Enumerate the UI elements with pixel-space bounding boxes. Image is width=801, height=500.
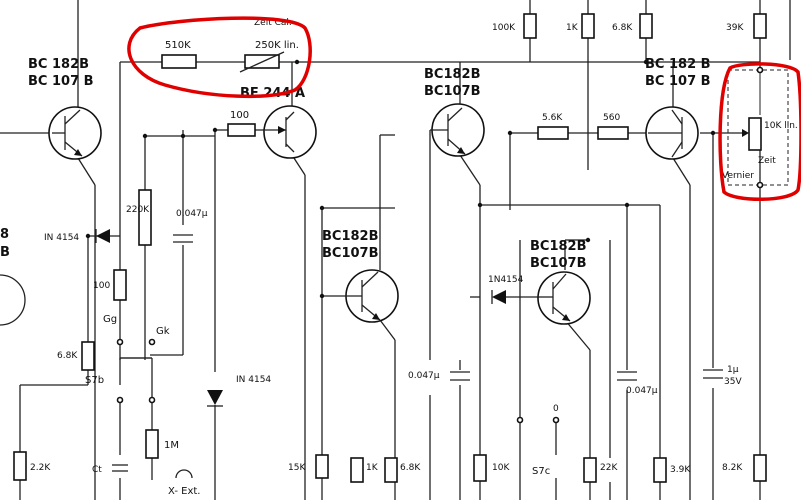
resistor-22k-label: 22K [600,463,618,473]
capacitor-047-bl-label: 0.047µ [408,371,440,381]
resistor-560-label: 560 [603,113,620,123]
q3-label-2: BC107B [322,246,379,261]
edge-label-8: 8 [0,227,9,242]
resistor-10k-bot-label: 10K [492,463,510,473]
resistor-8k2 [753,454,767,482]
diode-d2-label: 1N4154 [488,275,524,285]
resistor-39k [753,13,767,39]
transistor-q6: BC 182 B BC 107 B [645,57,711,160]
control-labels: Zeit Cal. Zeit Vernier [254,18,789,189]
resistor-3k9 [653,457,667,483]
label-x-ext: X- Ext. [168,486,200,497]
resistor-39k-label: 39K [726,23,744,33]
transistor-q4: BC182B BC107B [424,67,485,157]
resistor-1k-bot-label: 1K [366,463,379,473]
capacitors: 0.047µ 0.047µ 0.047µ 1µ 35V Ct [92,209,742,475]
junctions [85,59,716,299]
q4-label-1: BC182B [424,67,481,82]
resistor-560 [597,126,629,140]
q5-label-2: BC107B [530,256,587,271]
resistor-100-gate-label: 100 [230,110,249,121]
resistor-8k2-label: 8.2K [722,463,743,473]
label-gk: Gk [156,326,170,337]
label-s7c: S7c [532,466,550,477]
diode-d1-label: IN 4154 [44,233,79,243]
resistor-6k8-bot [384,457,398,483]
label-zero: 0 [553,404,559,414]
capacitor-1u-voltage: 35V [724,377,742,387]
potentiometer-10k-label: 10K lin. [764,121,798,131]
resistor-6k8-left-label: 6.8K [57,351,78,361]
resistor-220k-label: 220K [126,205,150,215]
resistor-510k-label: 510K [165,40,191,51]
edge-label-b: B [0,245,10,260]
resistors: 510K 250K lin. 100 220K 100 6.8K 1M 2.2K… [13,13,798,483]
q6-label-2: BC 107 B [645,74,711,89]
q4-label-2: BC107B [424,84,481,99]
resistor-2k2-label: 2.2K [30,463,51,473]
resistor-100k-top [523,13,537,39]
potentiometer-10k [748,117,762,151]
resistor-1m [145,429,159,459]
q1-label-2: BC 107 B [28,74,94,89]
q5-label-1: BC182B [530,239,587,254]
red-highlights [127,16,801,201]
transistor-q5: BC182B BC107B [530,239,591,325]
resistor-1k-top [581,13,595,39]
resistor-100k-top-label: 100K [492,23,516,33]
capacitor-047-top-label: 0.047µ [176,209,208,219]
label-gg: Gg [103,314,117,325]
label-vernier: Vernier [722,171,754,181]
q3-label-1: BC182B [322,229,379,244]
resistor-1k-top-label: 1K [566,23,579,33]
switch-contacts: Gg Gk S7b S7c 0 X- Ext. 8 B [0,227,560,497]
diode-d3-label: IN 4154 [236,375,271,385]
resistor-1m-label: 1M [164,440,179,451]
label-s7b: S7b [85,375,104,386]
resistor-100-gate [227,123,256,137]
q1-label-1: BC 182B [28,57,89,72]
resistor-6k8-left [81,341,95,371]
resistor-15k [315,454,329,479]
transistor-q1: BC 182B BC 107 B [28,57,102,160]
resistor-5k6-label: 5.6K [542,113,563,123]
resistor-10k-bot [473,454,487,482]
label-zeit: Zeit [758,156,776,166]
resistor-3k9-label: 3.9K [670,465,691,475]
resistor-100-left-label: 100 [93,281,110,291]
label-zeit-cal: Zeit Cal. [254,18,292,28]
resistor-100-left [113,269,127,301]
resistor-220k [138,189,152,246]
capacitor-047-br-label: 0.047µ [626,386,658,396]
resistor-6k8-top-label: 6.8K [612,23,633,33]
highlight-vernier [718,62,801,201]
resistor-510k [161,54,197,69]
resistor-2k2 [13,451,27,481]
capacitor-1u-label: 1µ [727,365,739,375]
q6-label-1: BC 182 B [645,57,711,72]
resistor-6k8-top [639,13,653,39]
resistor-5k6 [537,126,569,140]
resistor-22k [583,457,597,483]
diodes: IN 4154 1N4154 IN 4154 [44,229,524,407]
potentiometer-250k-label: 250K lin. [255,40,299,51]
highlight-zeit-cal [127,16,312,99]
resistor-6k8-bot-label: 6.8K [400,463,421,473]
transistor-q3: BC182B BC107B [322,229,399,323]
resistor-1k-bot [350,457,364,483]
capacitor-ct-label: Ct [92,465,102,475]
resistor-15k-label: 15K [288,463,306,473]
